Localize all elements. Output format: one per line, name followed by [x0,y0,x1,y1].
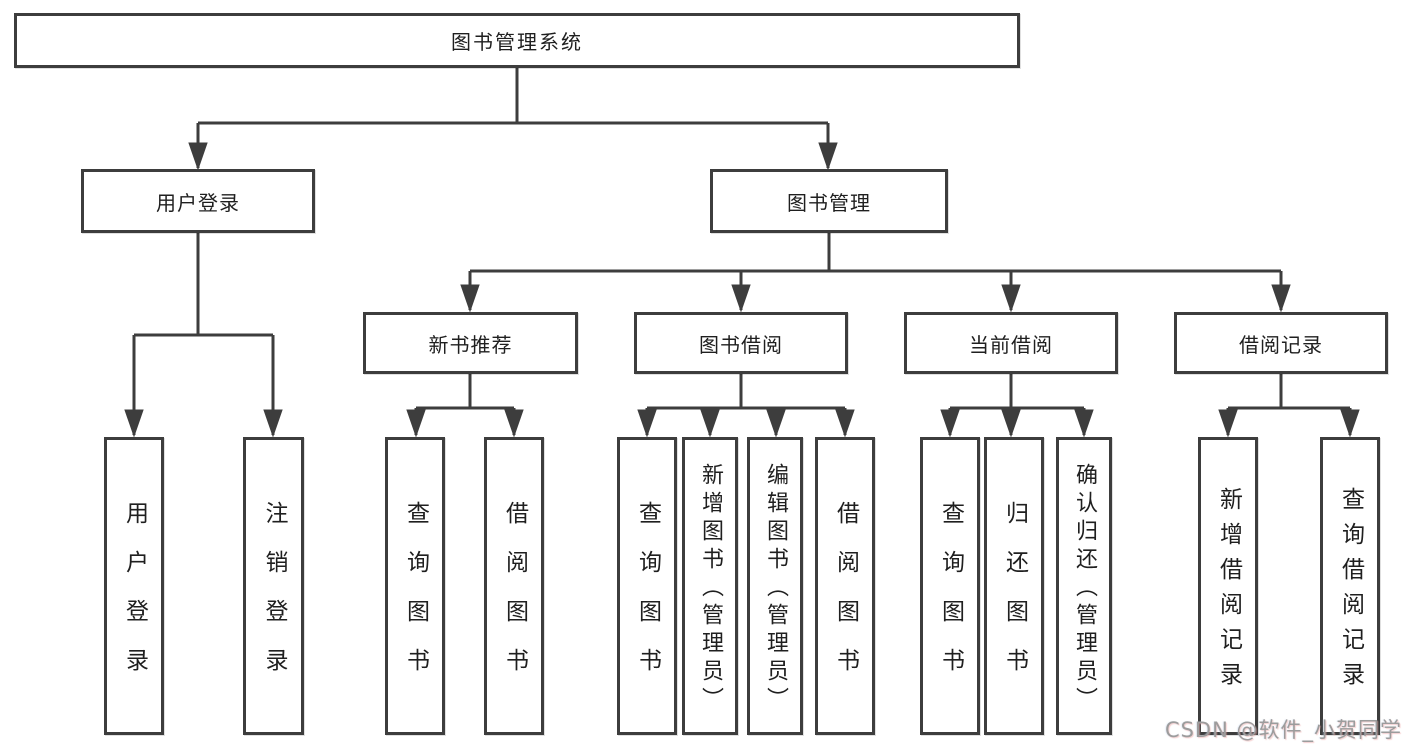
node-book-borrow: 图书借阅 [634,312,848,374]
leaf-borrow-books-recommend: 借阅图书 [484,437,544,735]
node-current-borrow: 当前借阅 [904,312,1118,374]
leaf-edit-book-admin: 编辑图书（管理员） [747,437,803,735]
leaf-confirm-return-admin: 确认归还（管理员） [1056,437,1112,735]
leaf-query-books-recommend: 查询图书 [385,437,445,735]
leaf-query-books-borrow: 查询图书 [617,437,677,735]
node-library-management-system: 图书管理系统 [14,13,1020,68]
leaf-borrow-books-2: 借阅图书 [815,437,875,735]
leaf-query-books-current: 查询图书 [920,437,980,735]
node-book-management: 图书管理 [710,169,948,233]
node-new-book-recommend: 新书推荐 [363,312,578,374]
node-user-login: 用户登录 [81,169,315,233]
leaf-query-borrow-record: 查询借阅记录 [1320,437,1380,735]
leaf-user-login: 用户登录 [104,437,164,735]
watermark-csdn: CSDN @软件_小贺同学 [1164,718,1402,742]
leaf-add-book-admin: 新增图书（管理员） [682,437,738,735]
leaf-return-book: 归还图书 [984,437,1044,735]
node-borrow-records: 借阅记录 [1174,312,1388,374]
leaf-logout: 注销登录 [243,437,304,735]
leaf-add-borrow-record: 新增借阅记录 [1198,437,1258,735]
